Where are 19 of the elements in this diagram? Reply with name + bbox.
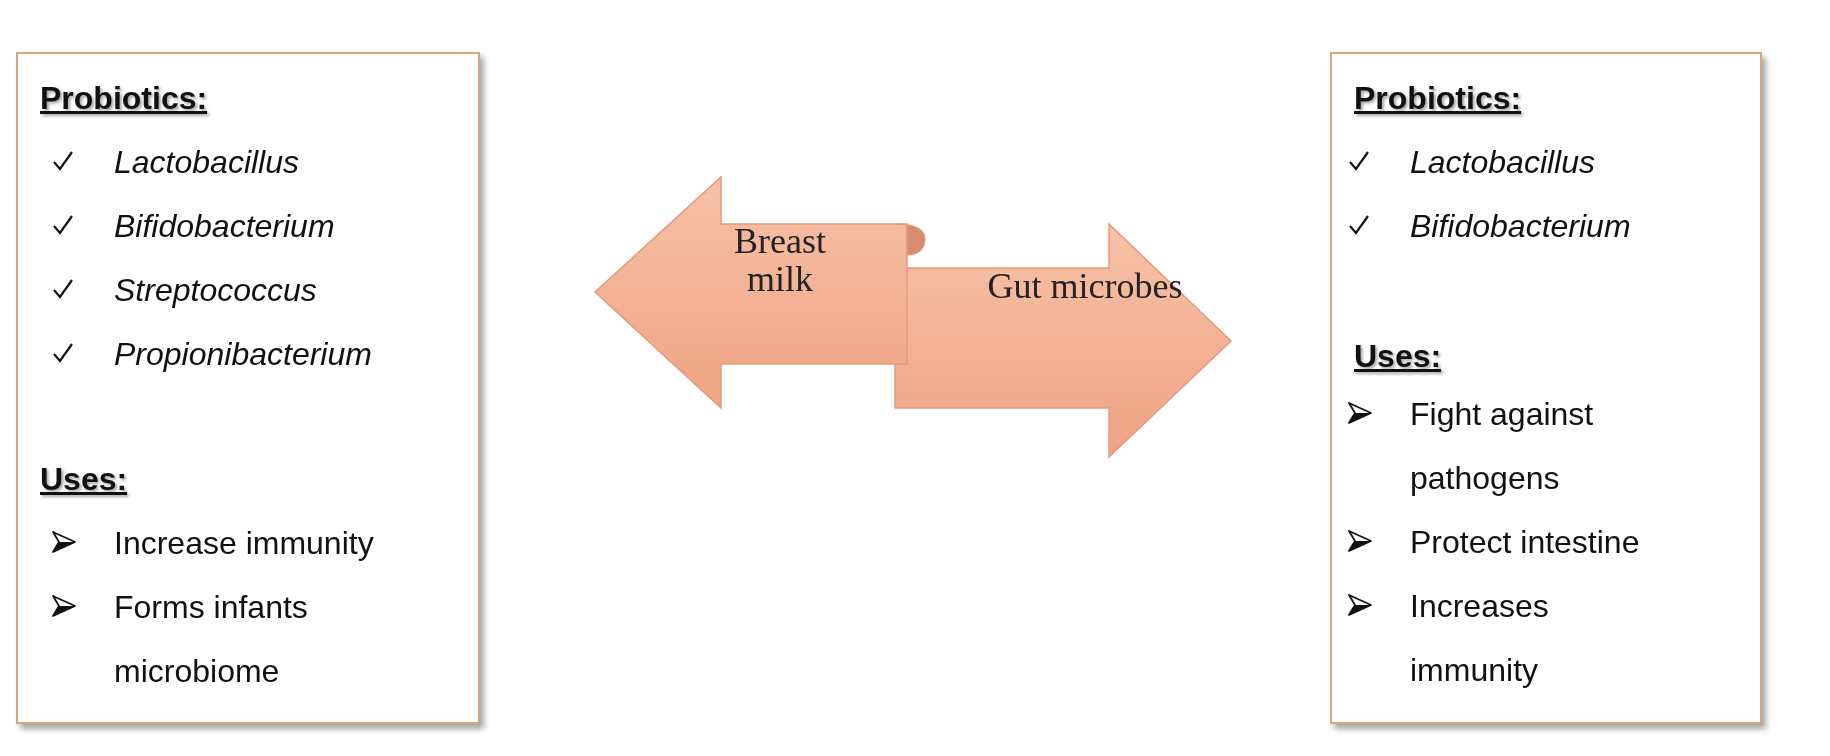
use-item: Forms infants microbiome [114,588,309,691]
species-name: Bifidobacterium [1410,207,1631,246]
species-name: Lactobacillus [1410,143,1595,182]
info-card [16,52,480,724]
section-heading: Probiotics: [1354,79,1522,118]
species-name: Streptococcus [114,271,317,310]
use-item: Protect intestine [1410,523,1640,562]
species-name: Lactobacillus [114,143,299,182]
use-item: Fight against pathogens [1410,395,1595,498]
section-heading: Uses: [40,460,128,499]
arrow-label: Gut microbes [986,267,1184,305]
info-card [1330,52,1762,724]
use-item: Increases immunity [1410,587,1550,690]
section-heading: Probiotics: [40,79,208,118]
use-item: Increase immunity [114,524,374,563]
species-name: Bifidobacterium [114,207,335,246]
arrow-label: Breast milk [733,222,827,298]
species-name: Propionibacterium [114,335,372,374]
section-heading: Uses: [1354,337,1442,376]
